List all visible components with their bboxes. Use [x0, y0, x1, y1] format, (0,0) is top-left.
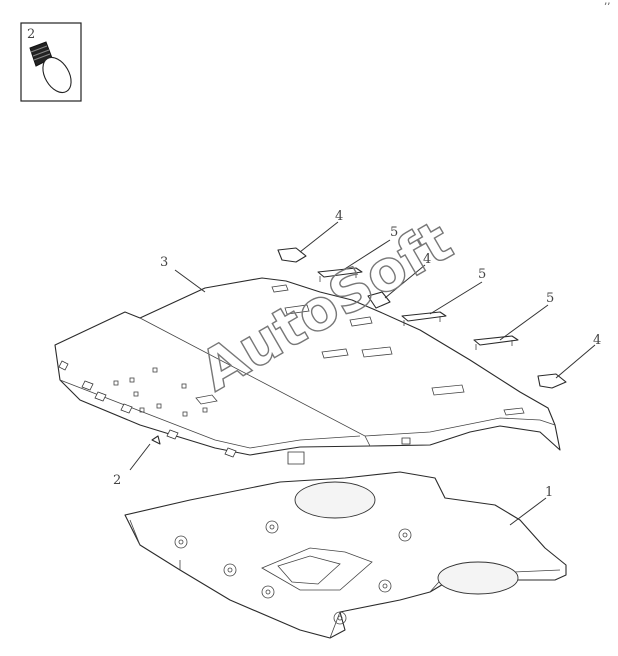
bracket-part-4c	[537, 373, 567, 389]
callout-2: 2	[113, 473, 121, 488]
inset-number: 2	[27, 27, 35, 42]
corner-mark: ’’	[604, 2, 610, 13]
callout-5b: 5	[478, 267, 486, 282]
callout-5a: 5	[390, 225, 398, 240]
spare-well-front	[294, 481, 376, 519]
inset-detail-box: 2	[20, 22, 82, 102]
callout-4a: 4	[335, 209, 343, 224]
callout-5c: 5	[546, 291, 554, 306]
callout-1: 1	[545, 485, 553, 500]
clip-icon	[29, 41, 72, 94]
strip-part-5b	[401, 311, 447, 326]
callout-4b: 4	[423, 252, 431, 267]
bracket-part-4a	[277, 247, 307, 263]
clip-part-2	[151, 435, 161, 445]
strip-part-5c	[473, 335, 519, 350]
leader-lines	[129, 221, 596, 526]
spare-well-rear	[437, 561, 519, 595]
callout-4c: 4	[593, 333, 601, 348]
lower-floor-panel	[124, 471, 567, 639]
bracket-part-4b	[367, 291, 391, 309]
callout-3: 3	[160, 255, 168, 270]
upper-trim-panel	[54, 277, 561, 465]
